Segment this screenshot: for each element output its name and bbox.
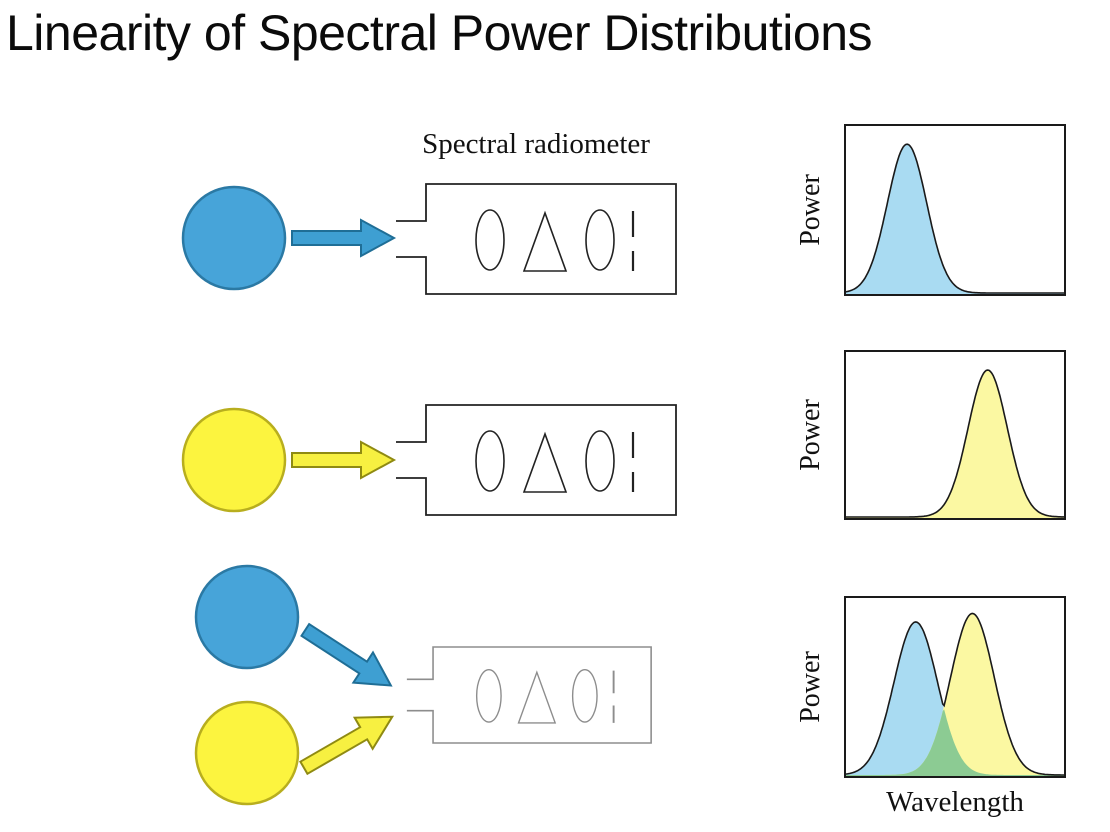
blue-beam-arrow-2 bbox=[300, 622, 393, 687]
spd-chart-yellow bbox=[844, 350, 1066, 520]
wavelength-axis-label: Wavelength bbox=[886, 786, 1024, 818]
radiometer-optics-icon bbox=[406, 646, 652, 744]
yellow-circle-icon bbox=[194, 700, 300, 806]
power-axis-label-1: Power bbox=[795, 174, 826, 246]
arrow-right-icon bbox=[291, 440, 397, 480]
yellow-light-source-2 bbox=[194, 700, 300, 806]
yellow-beam-arrow-1 bbox=[291, 440, 397, 480]
radiometer-box-3 bbox=[406, 646, 652, 744]
spd-chart-blue bbox=[844, 124, 1066, 296]
radiometer-label: Spectral radiometer bbox=[422, 128, 650, 160]
radiometer-box-1 bbox=[395, 183, 677, 295]
radiometer-optics-icon bbox=[395, 404, 677, 516]
spd-curves-yellow bbox=[846, 369, 1064, 518]
blue-light-source-2 bbox=[194, 564, 300, 670]
radiometer-optics-icon bbox=[395, 183, 677, 295]
spd-chart-mixed bbox=[844, 596, 1066, 778]
spd-curves-mixed bbox=[845, 612, 1064, 776]
radiometer-box-2 bbox=[395, 404, 677, 516]
arrow-right-icon bbox=[291, 218, 397, 258]
page-title: Linearity of Spectral Power Distribution… bbox=[6, 5, 873, 61]
spd-curves-blue bbox=[845, 143, 1064, 294]
power-axis-label-2: Power bbox=[795, 399, 826, 471]
yellow-circle-icon bbox=[181, 407, 287, 513]
blue-circle-icon bbox=[194, 564, 300, 670]
blue-light-source-1 bbox=[181, 185, 287, 291]
power-axis-label-3: Power bbox=[795, 651, 826, 723]
yellow-beam-arrow-2 bbox=[299, 715, 395, 776]
yellow-light-source-1 bbox=[181, 407, 287, 513]
blue-circle-icon bbox=[181, 185, 287, 291]
blue-beam-arrow-1 bbox=[291, 218, 397, 258]
arrow-right-icon bbox=[299, 715, 395, 776]
arrow-right-icon bbox=[300, 622, 393, 687]
